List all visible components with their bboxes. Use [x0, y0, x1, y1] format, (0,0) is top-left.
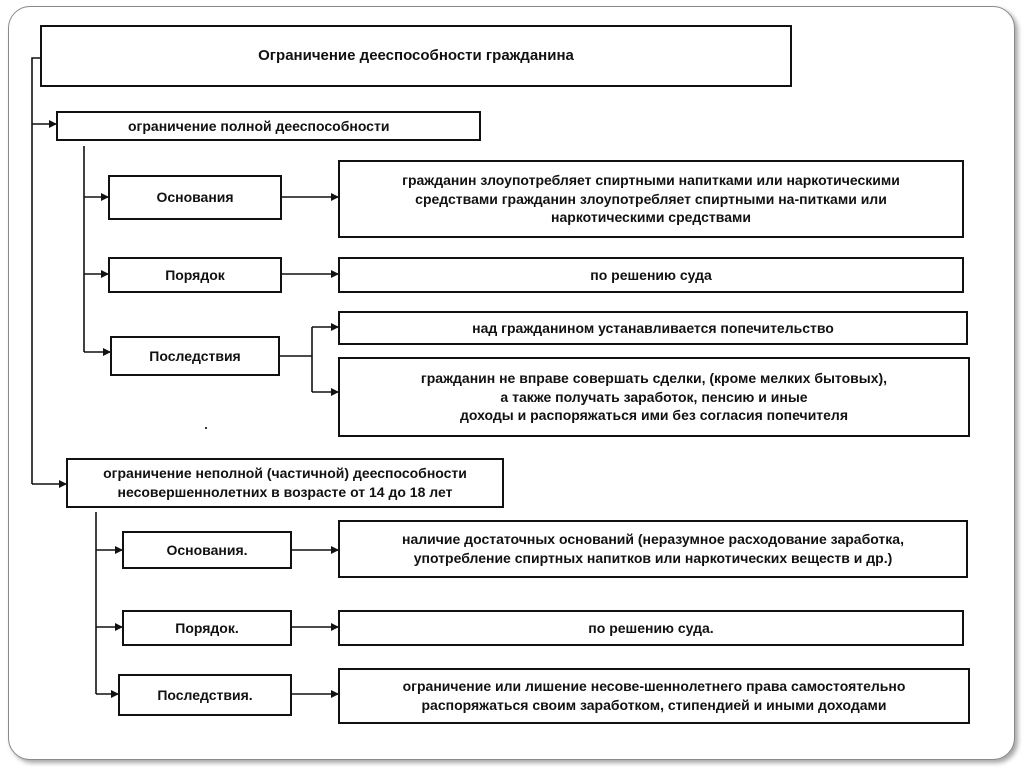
partial-order-label: Порядок. [122, 610, 298, 652]
full-order-text-content: по решению суда [590, 266, 712, 283]
full-order-text: по решению суда [338, 257, 970, 299]
full-consequence-2-text: гражданин не вправе совершать сделки, (к… [420, 369, 888, 424]
trunk-line [31, 57, 45, 484]
full-consequences-label-text: Последствия [149, 347, 241, 364]
full-restriction-heading-text: ограничение полной дееспособности [128, 117, 390, 134]
partial-grounds-text-content: наличие достаточных оснований (неразумно… [402, 531, 904, 566]
full-order-label: Порядок [108, 257, 288, 299]
diagram-title: Ограничение дееспособности гражданина [40, 25, 798, 93]
partial-order-text-content: по решению суда. [588, 619, 714, 636]
full-consequence-2: гражданин не вправе совершать сделки, (к… [338, 357, 976, 443]
full-grounds-text: гражданин злоупотребляет спиртными напит… [338, 160, 970, 244]
full-consequence-1-text: над гражданином устанавливается попечите… [472, 319, 834, 336]
partial-consequences-text-content: ограничение или лишение несове-шеннолетн… [402, 678, 906, 713]
partial-consequences-text: ограничение или лишение несове-шеннолетн… [338, 668, 976, 730]
partial-grounds-label-text: Основания. [166, 541, 248, 558]
partial-grounds-label: Основания. [122, 531, 298, 575]
diagram-title-text: Ограничение дееспособности гражданина [258, 46, 574, 64]
stray-dot [205, 427, 207, 429]
full-consequence-1: над гражданином устанавливается попечите… [338, 311, 974, 351]
consequence-fork [280, 327, 313, 392]
full-grounds-label-text: Основания [156, 189, 234, 206]
partial-order-text: по решению суда. [338, 610, 970, 652]
partial-consequences-label: Последствия. [118, 674, 298, 722]
full-grounds-label: Основания [108, 175, 288, 226]
partial-consequences-label-text: Последствия. [157, 686, 253, 703]
partial-restriction-heading-text: ограничение неполной (частичной) дееспос… [103, 465, 467, 500]
partial-restriction-heading: ограничение неполной (частичной) дееспос… [66, 458, 510, 514]
full-grounds-text-content: гражданин злоупотребляет спиртными напит… [402, 171, 900, 226]
partial-order-label-text: Порядок. [175, 619, 239, 636]
full-restriction-heading: ограничение полной дееспособности [56, 111, 487, 147]
full-order-label-text: Порядок [165, 266, 225, 283]
partial-grounds-text: наличие достаточных оснований (неразумно… [338, 520, 974, 584]
full-consequences-label: Последствия [110, 336, 286, 382]
